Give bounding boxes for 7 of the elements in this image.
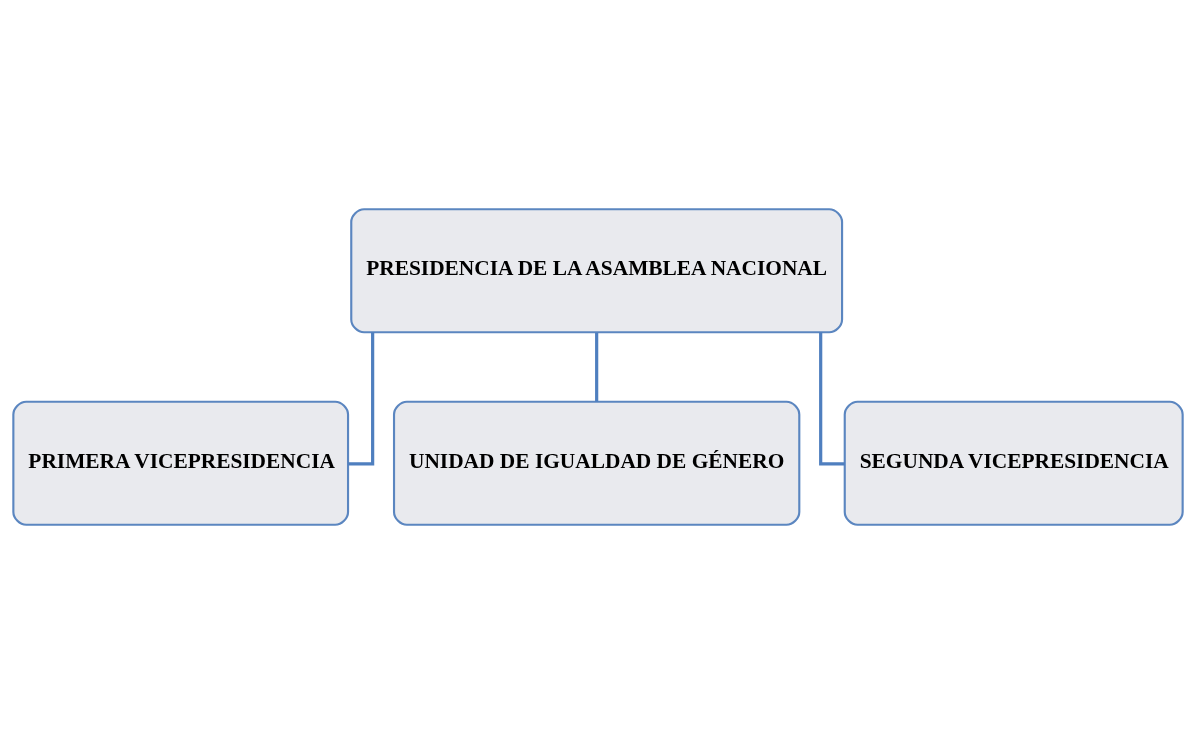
node-box: PRIMERA VICEPRESIDENCIA xyxy=(12,400,350,526)
connector xyxy=(819,332,845,466)
node-box: PRESIDENCIA DE LA ASAMBLEA NACIONAL xyxy=(350,208,844,334)
connector xyxy=(595,332,599,402)
node-box: SEGUNDA VICEPRESIDENCIA xyxy=(843,400,1184,526)
connector xyxy=(348,332,375,466)
node-box: UNIDAD DE IGUALDAD DE GÉNERO xyxy=(392,400,801,526)
